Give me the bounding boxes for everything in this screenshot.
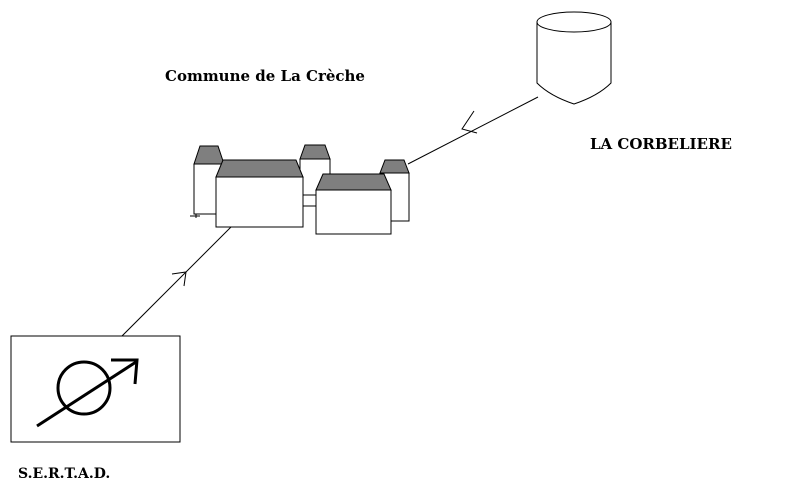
connection-corbeliere-to-commune <box>407 96 539 165</box>
sertad-source-box <box>10 335 181 443</box>
pipe-line-corbeliere <box>407 96 539 165</box>
pipe-line-sertad <box>121 225 233 337</box>
corbeliere-label: LA CORBELIERE <box>590 135 732 153</box>
diameter-arrow-icon <box>36 358 139 428</box>
connection-sertad-to-commune <box>121 225 233 337</box>
commune-label: Commune de La Crèche <box>165 67 365 85</box>
sertad-label: S.E.R.T.A.D. <box>18 466 110 482</box>
flow-arrow-icon <box>461 110 478 134</box>
reservoir-tank-icon <box>536 11 612 105</box>
flow-arrow-icon <box>171 271 187 287</box>
town-buildings-icon <box>190 144 410 235</box>
